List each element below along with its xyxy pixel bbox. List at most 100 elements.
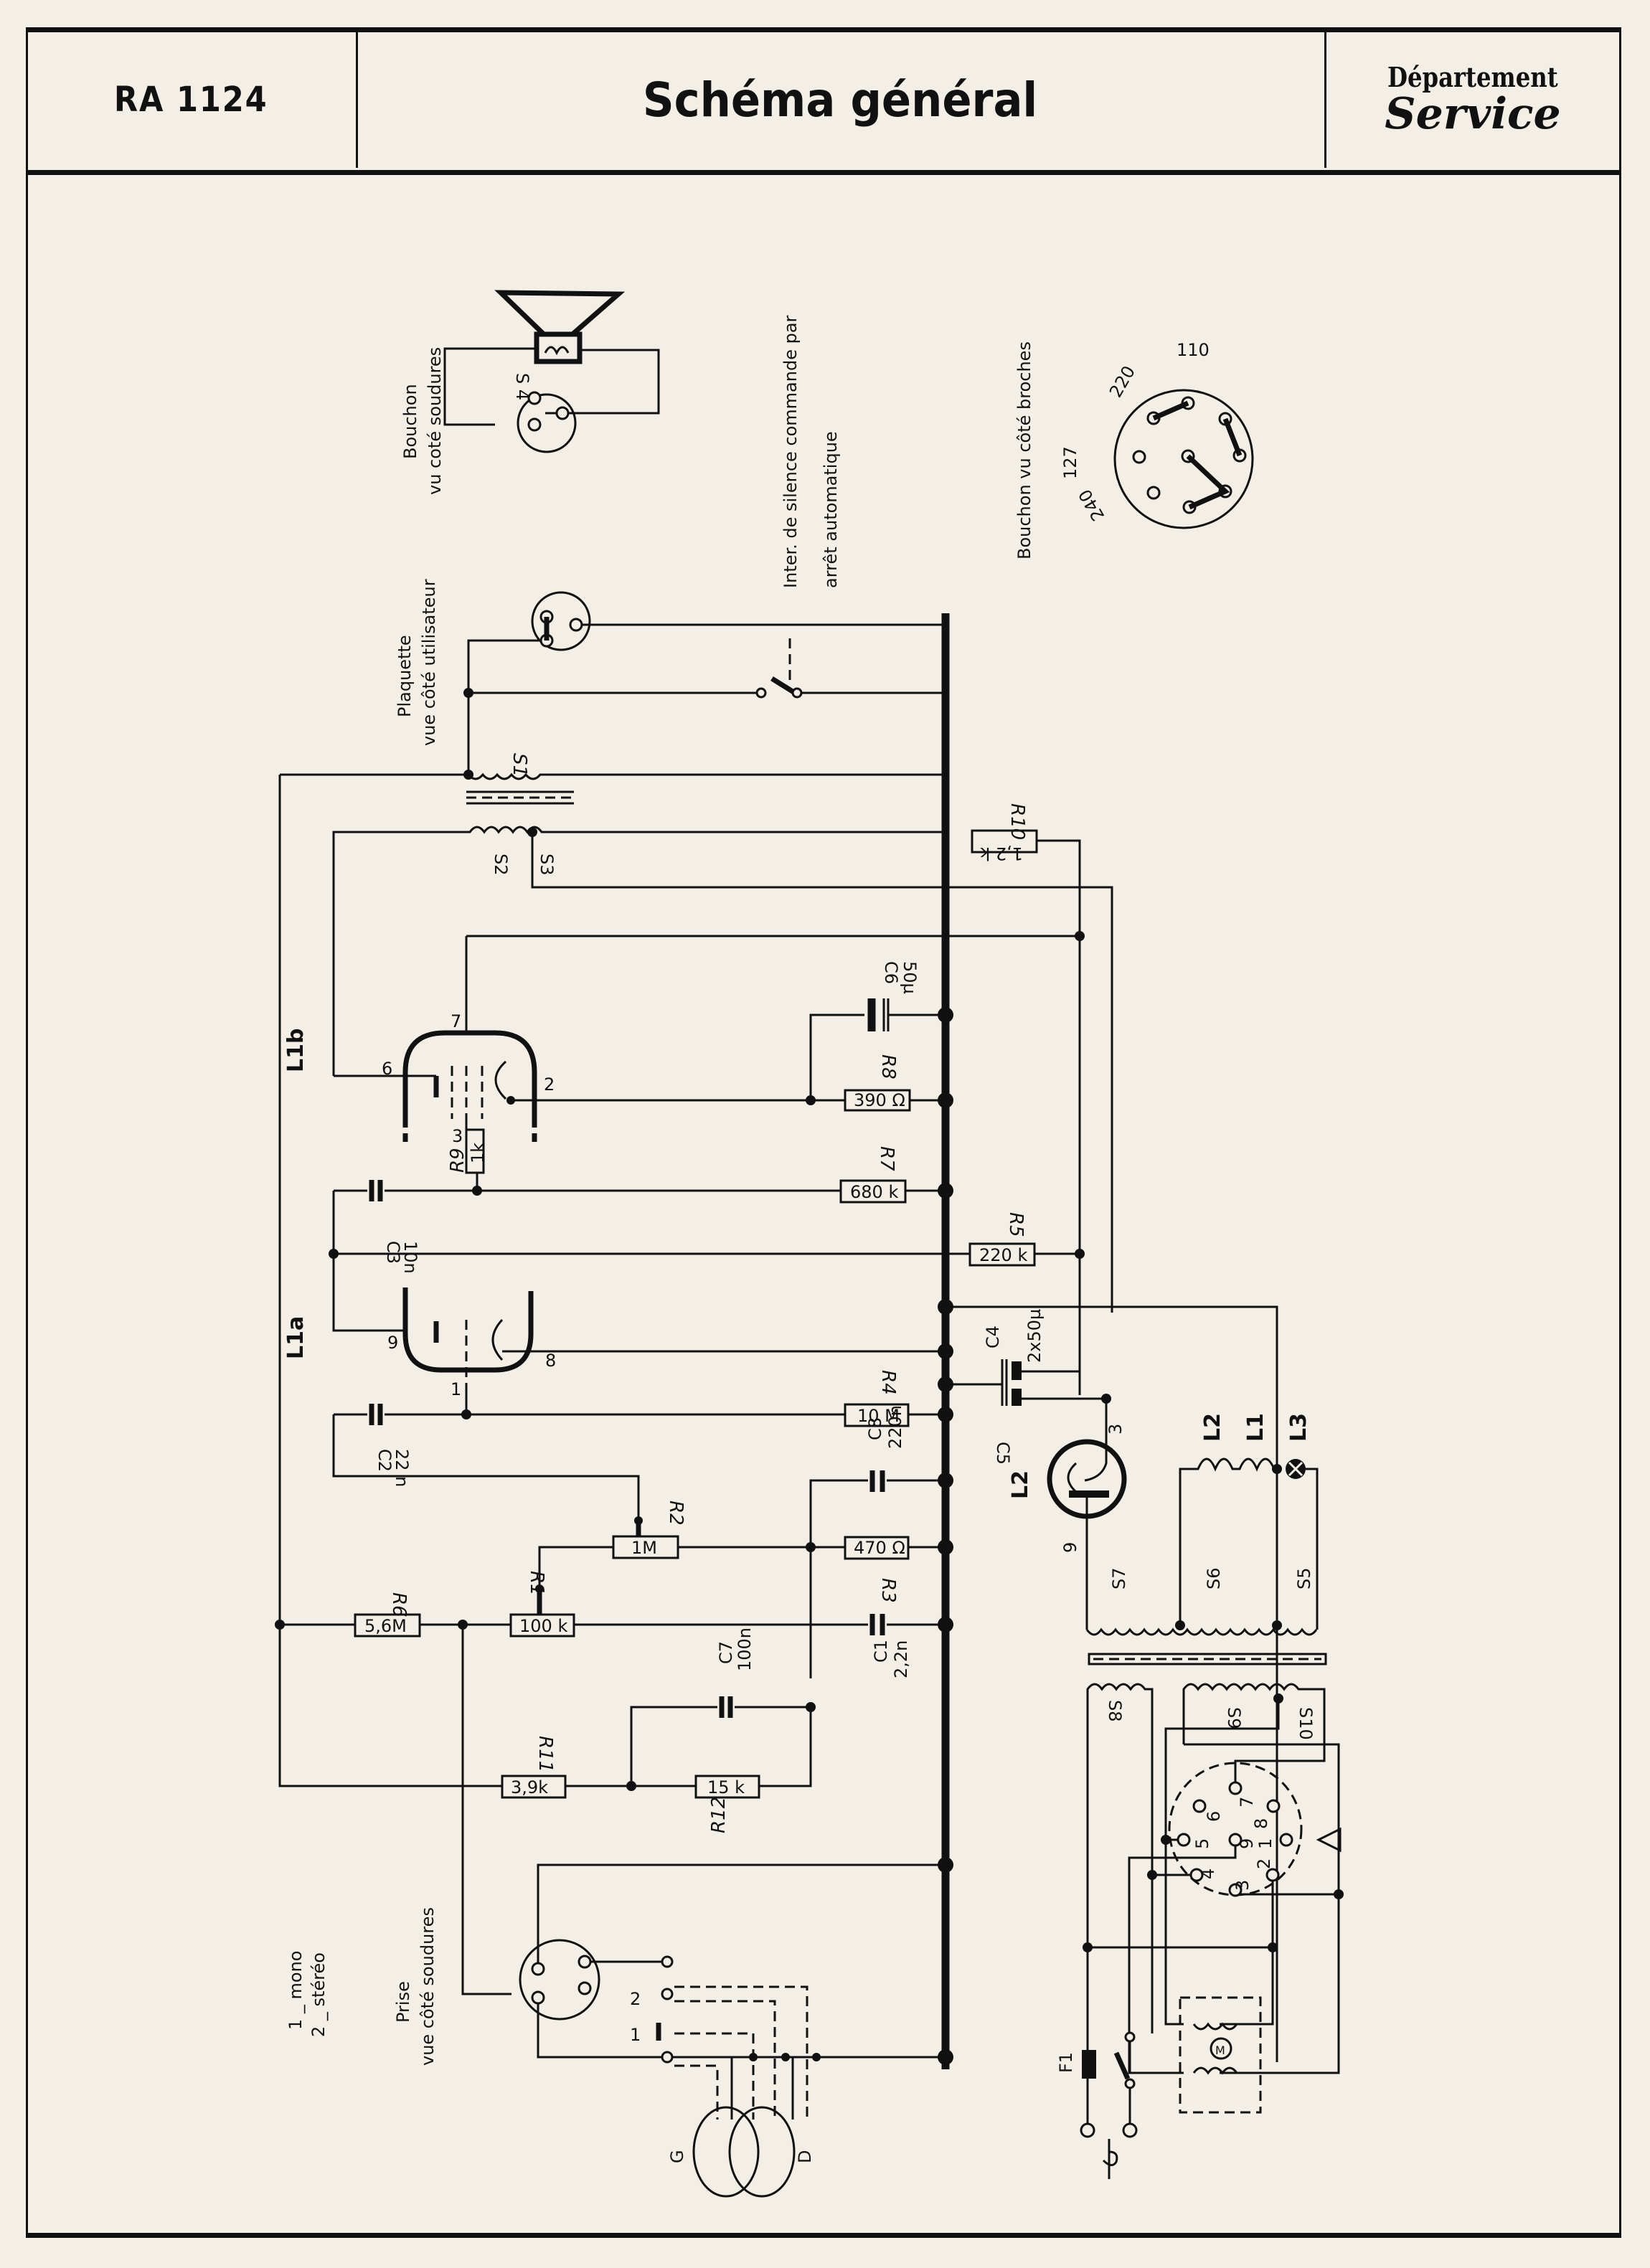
c3-ref: C3 bbox=[383, 1241, 403, 1264]
socket-pin-5: 5 bbox=[1192, 1838, 1212, 1849]
pickup-right-label: D bbox=[795, 2150, 815, 2163]
r4-ref: R4 bbox=[877, 1370, 899, 1395]
socket-pin-3: 3 bbox=[1232, 1880, 1253, 1891]
department-cell: Département Service bbox=[1324, 32, 1621, 168]
voltage-label-220: 220 bbox=[1106, 362, 1139, 401]
r12-value: 15 k bbox=[707, 1777, 745, 1797]
socket-pin-2: 2 bbox=[1254, 1858, 1274, 1869]
r5-ref: R5 bbox=[1005, 1212, 1027, 1237]
socket-pin-9: 9 bbox=[1237, 1838, 1257, 1849]
model-number: RA 1124 bbox=[113, 80, 268, 120]
r8-ref: R8 bbox=[877, 1054, 899, 1079]
winding-s2-label: S2 bbox=[491, 854, 511, 876]
mode-legend-mono: 1 _ mono bbox=[286, 1951, 306, 2030]
voltage-selector-socket[interactable] bbox=[1168, 1762, 1303, 1897]
title-block: RA 1124 Schéma général Département Servi… bbox=[26, 32, 1621, 175]
r1-value: 100 k bbox=[519, 1616, 567, 1636]
l1b-pin-7: 7 bbox=[451, 1011, 461, 1031]
l1b-pin-3: 3 bbox=[452, 1126, 463, 1146]
voltage-label-110: 110 bbox=[1177, 340, 1210, 360]
r12-ref: R12 bbox=[708, 1797, 730, 1833]
r11-ref: R11 bbox=[534, 1736, 556, 1772]
c5-ref: C5 bbox=[993, 1442, 1013, 1465]
speaker-coil-box bbox=[534, 331, 583, 364]
voltage-selector-plug[interactable] bbox=[1113, 389, 1254, 529]
switch-position-2: 2 bbox=[630, 1989, 641, 2009]
heater-filaments bbox=[1179, 1457, 1277, 1630]
c3-value: 10n bbox=[400, 1241, 420, 1274]
r2-ref: R2 bbox=[665, 1501, 687, 1526]
heater-l1-label: L1 bbox=[1243, 1413, 1268, 1442]
winding-s9-s10 bbox=[1182, 1683, 1326, 1782]
winding-s5-s6-s7 bbox=[1085, 1627, 1318, 1636]
mute-switch-label-2: arrêt automatique bbox=[821, 431, 841, 588]
winding-s4-label: S 4 bbox=[512, 373, 532, 400]
winding-s5-label: S5 bbox=[1294, 1567, 1314, 1589]
socket-pin-6: 6 bbox=[1204, 1811, 1224, 1822]
input-socket-label-2: vue côté soudures bbox=[418, 1907, 438, 2066]
output-plate-label-1: Plaquette bbox=[395, 635, 415, 717]
lamp-l3-label: L3 bbox=[1286, 1413, 1311, 1442]
motor-symbol: M bbox=[1215, 2043, 1225, 2057]
input-socket-label-1: Prise bbox=[393, 1981, 413, 2023]
l1b-pin-6: 6 bbox=[382, 1059, 392, 1079]
switch-position-1: 1 bbox=[630, 2025, 641, 2045]
motor-enclosure bbox=[1179, 1996, 1262, 2114]
l2-pin-3: 3 bbox=[1106, 1424, 1126, 1435]
mains-plug-label: Bouchon vu côté broches bbox=[1014, 341, 1034, 559]
mute-switch-label-1: Inter. de silence commande par bbox=[781, 315, 801, 588]
mute-switch[interactable] bbox=[770, 676, 796, 695]
speaker-cone-icon bbox=[494, 290, 626, 337]
voice-coil-icon bbox=[544, 346, 570, 356]
pickup-left-label: G bbox=[667, 2150, 687, 2163]
potentiometer-r1[interactable] bbox=[509, 1613, 575, 1638]
r8-value: 390 Ω bbox=[854, 1090, 905, 1110]
r3-ref: R3 bbox=[877, 1578, 899, 1603]
socket-pin-7: 7 bbox=[1237, 1797, 1257, 1808]
socket-pin-8: 8 bbox=[1251, 1818, 1271, 1829]
winding-s6-label: S6 bbox=[1204, 1567, 1224, 1589]
c4-value: 2x50µ bbox=[1024, 1309, 1045, 1363]
voltage-label-240: 240 bbox=[1075, 486, 1108, 524]
c1-value: 2,2n bbox=[891, 1640, 911, 1678]
page-frame bbox=[26, 27, 1621, 2238]
winding-s1-label: S1 bbox=[509, 753, 530, 777]
resistor-r9 bbox=[465, 1128, 485, 1174]
resistor-r12 bbox=[694, 1775, 760, 1799]
l1a-pin-8: 8 bbox=[545, 1351, 556, 1371]
c7-value: 100n bbox=[735, 1627, 755, 1671]
c1-ref: C1 bbox=[871, 1640, 891, 1663]
r9-value: 1k bbox=[468, 1143, 488, 1163]
c6-ref: C6 bbox=[881, 961, 901, 984]
c8-value: 220n bbox=[885, 1405, 905, 1449]
fuse-label: F1 bbox=[1056, 2052, 1076, 2073]
output-plate-socket bbox=[531, 591, 591, 651]
potentiometer-r2[interactable] bbox=[612, 1535, 679, 1559]
socket-index-marker-icon bbox=[1316, 1827, 1342, 1853]
winding-s8-label: S8 bbox=[1105, 1700, 1125, 1722]
r3-value: 470 Ω bbox=[854, 1538, 905, 1558]
heater-l2-label: L2 bbox=[1200, 1413, 1225, 1442]
c2-value: 22 n bbox=[392, 1449, 412, 1487]
winding-s8 bbox=[1086, 1683, 1154, 2000]
c6-value: 50µ bbox=[900, 961, 920, 994]
page-title: Schéma général bbox=[642, 72, 1038, 128]
department-name: Service bbox=[1385, 88, 1561, 139]
r4-value: 10 M bbox=[857, 1406, 900, 1426]
c7-ref: C7 bbox=[716, 1641, 736, 1664]
power-transformer-core bbox=[1088, 1653, 1327, 1665]
title-cell: Schéma général bbox=[356, 32, 1326, 168]
l1a-pin-1: 1 bbox=[451, 1379, 461, 1399]
tube-l1b bbox=[334, 936, 946, 1148]
mode-legend-stereo: 2 _ stéréo bbox=[308, 1952, 329, 2037]
mains-switch[interactable] bbox=[1113, 2051, 1131, 2080]
r5-value: 220 k bbox=[979, 1245, 1027, 1265]
r7-value: 680 k bbox=[850, 1182, 898, 1202]
pickup-cartridge-right bbox=[728, 2106, 796, 2198]
r6-value: 5,6M bbox=[364, 1616, 407, 1636]
input-socket[interactable] bbox=[519, 1939, 600, 2021]
winding-s1 bbox=[280, 772, 946, 780]
resistor-r11 bbox=[501, 1775, 567, 1799]
c8-ref: C8 bbox=[865, 1417, 885, 1440]
